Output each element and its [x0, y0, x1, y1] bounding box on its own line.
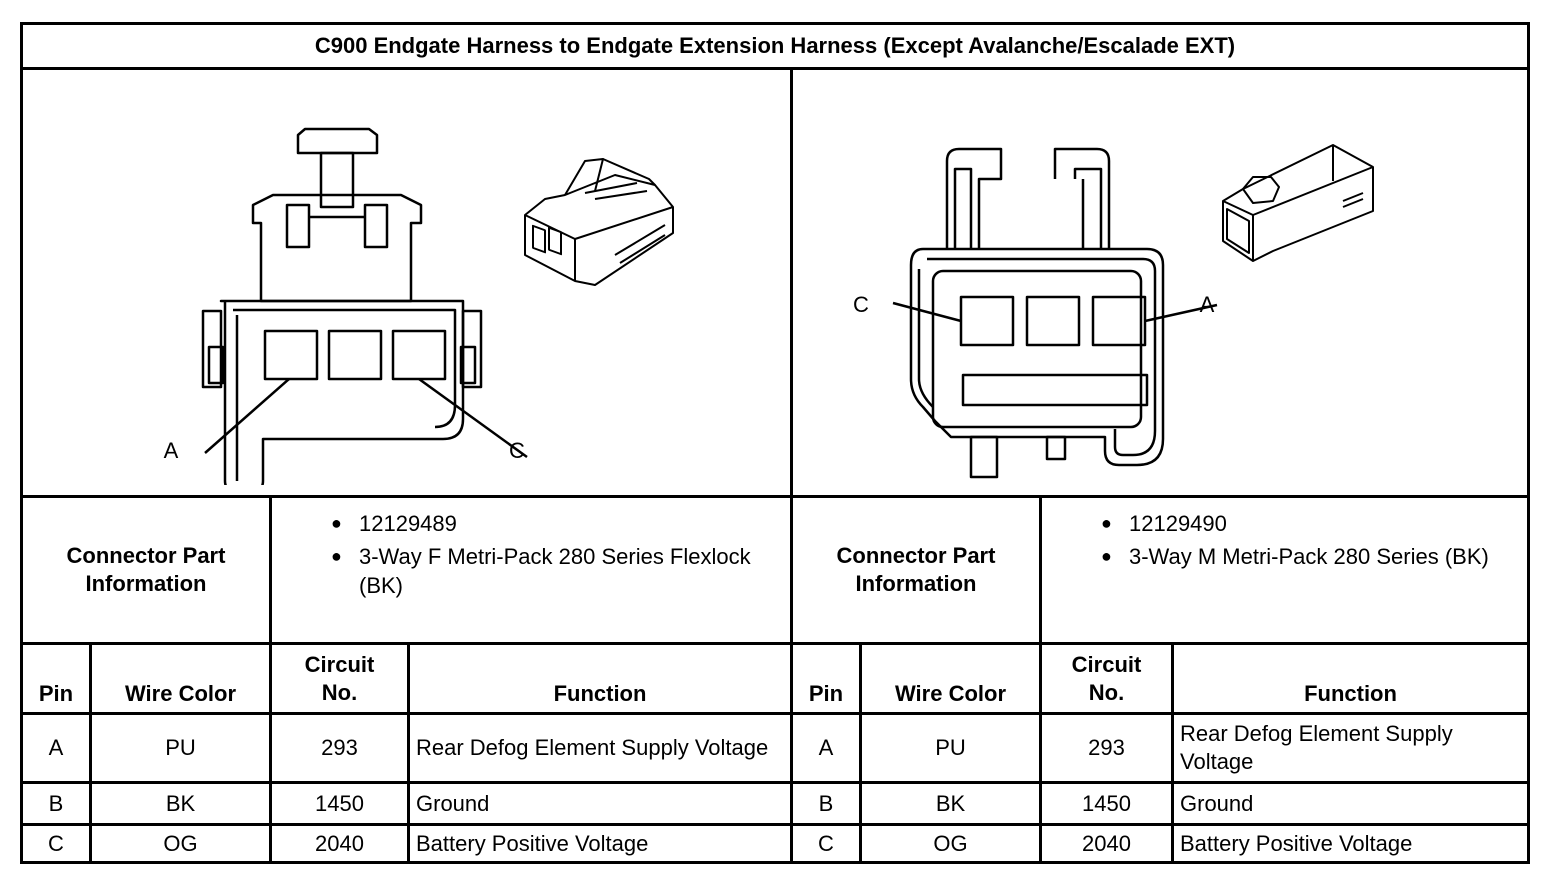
male-connector-diagram — [892, 144, 1374, 479]
header-function: Function — [553, 681, 647, 706]
pin-cell: B — [818, 790, 834, 816]
function-cell: Battery Positive Voltage — [1180, 831, 1413, 856]
circuit-cell: 2040 — [1082, 831, 1131, 856]
connector-document: C900 Endgate Harness to Endgate Extensio… — [20, 22, 1530, 864]
rule-col1-left — [89, 642, 92, 861]
page-title: C900 Endgate Harness to Endgate Extensio… — [314, 33, 1236, 58]
rule-col3-left — [407, 642, 410, 861]
rule-col1-right — [859, 642, 862, 861]
rule-row-b — [23, 823, 1527, 826]
rule-row-a — [23, 781, 1527, 784]
pin-label-left-c: C — [509, 438, 525, 463]
female-connector-diagram — [201, 127, 674, 485]
pin-cell: B — [48, 790, 64, 816]
circuit-cell: 1450 — [315, 790, 364, 816]
part-description: 3-Way F Metri-Pack 280 Series Flexlock (… — [359, 544, 751, 598]
wire-color-cell: BK — [165, 790, 196, 816]
rule-col2-left — [269, 642, 272, 861]
rule-center — [790, 67, 793, 861]
rule-info-left — [269, 495, 272, 645]
circuit-cell: 2040 — [315, 831, 364, 856]
header-pin: Pin — [808, 681, 844, 706]
pin-cell: C — [818, 831, 834, 856]
header-pin: Pin — [38, 681, 74, 706]
part-number: 12129489 — [359, 511, 457, 536]
pin-label-right-c: C — [853, 292, 869, 317]
connector-part-info-right: ● 12129490 ● 3-Way M Metri-Pack 280 Series… — [1045, 509, 1525, 571]
bullet-icon: ● — [331, 546, 342, 566]
pin-label-right-a: A — [1199, 292, 1215, 317]
rule-diagram — [23, 495, 1527, 498]
connector-part-info-left: ● 12129489 ● 3-Way F Metri-Pack 280 Series… — [275, 509, 787, 600]
header-circuit-no: Circuit No. — [1071, 651, 1142, 705]
rule-col3-right — [1171, 642, 1174, 861]
function-cell: Ground — [1180, 790, 1254, 816]
header-circuit-no: Circuit No. — [304, 651, 375, 705]
function-cell: Battery Positive Voltage — [416, 831, 649, 856]
circuit-cell: 293 — [1088, 735, 1125, 760]
wire-color-cell: PU — [165, 735, 196, 760]
wire-color-cell: BK — [935, 790, 966, 816]
wire-color-cell: PU — [935, 735, 966, 760]
header-function: Function — [1304, 681, 1397, 706]
pin-label-left-a: A — [163, 438, 179, 463]
rule-title — [23, 67, 1527, 70]
function-cell: Rear Defog Element Supply Voltage — [416, 735, 769, 760]
part-number: 12129490 — [1129, 511, 1227, 536]
connector-part-info-label: Connector Part Information — [66, 543, 226, 596]
function-cell: Ground — [416, 790, 490, 816]
part-description: 3-Way M Metri-Pack 280 Series (BK) — [1129, 544, 1489, 569]
wire-color-cell: OG — [163, 831, 198, 856]
bullet-icon: ● — [331, 513, 342, 533]
header-wire-color: Wire Color — [894, 681, 1007, 706]
wire-color-cell: OG — [933, 831, 968, 856]
connector-part-info-label: Connector Part Information — [836, 543, 996, 596]
rule-col2-right — [1039, 642, 1042, 861]
circuit-cell: 1450 — [1082, 790, 1131, 816]
pin-cell: A — [48, 735, 64, 760]
header-wire-color: Wire Color — [124, 681, 237, 706]
circuit-cell: 293 — [321, 735, 358, 760]
bullet-icon: ● — [1101, 513, 1112, 533]
rule-header — [23, 712, 1527, 715]
pin-cell: C — [48, 831, 64, 856]
bullet-icon: ● — [1101, 546, 1112, 566]
pin-cell: A — [818, 735, 834, 760]
rule-info — [23, 642, 1527, 645]
rule-info-right — [1039, 495, 1042, 645]
function-cell: Rear Defog Element Supply Voltage — [1180, 721, 1453, 774]
